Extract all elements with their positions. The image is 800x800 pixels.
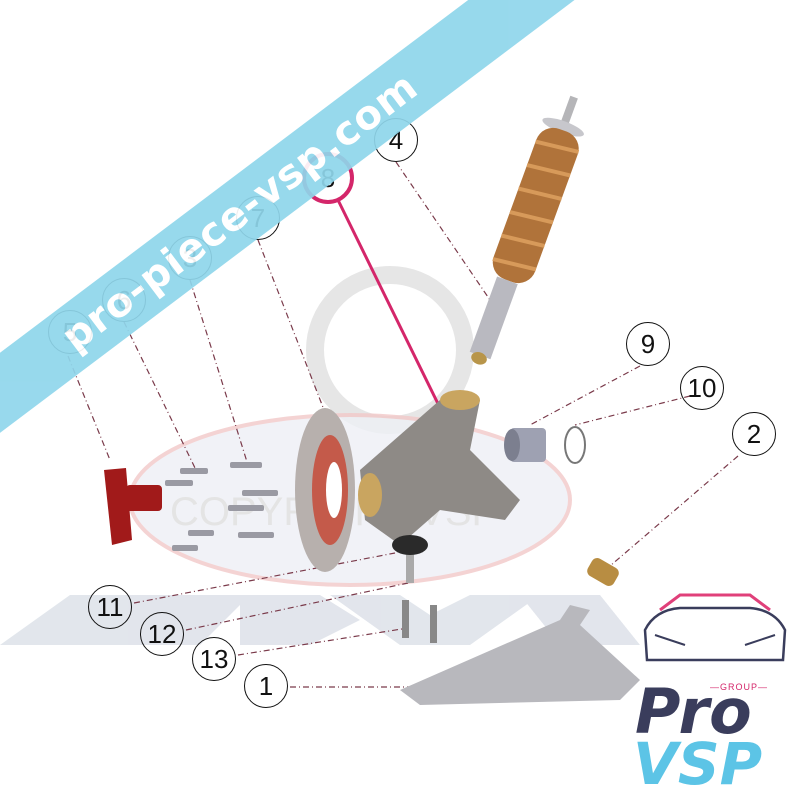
highlight-arrow <box>336 199 454 432</box>
bushing <box>587 558 619 586</box>
callout-2: 2 <box>732 412 776 456</box>
circlip <box>564 426 586 464</box>
callout-9: 9 <box>626 322 670 366</box>
logo-vsp-text: VSP <box>633 730 763 798</box>
callout-11: 11 <box>88 585 132 629</box>
car-outline-icon <box>643 593 787 662</box>
leader-lines <box>67 161 739 688</box>
ball-joint <box>392 535 428 555</box>
screw <box>402 600 409 638</box>
spring-shock <box>469 95 584 365</box>
hub-part <box>104 468 162 545</box>
logo-pro-text: Pro <box>635 675 752 748</box>
logo-group-text: —GROUP— <box>710 682 769 692</box>
upright-part <box>358 390 520 545</box>
wishbone <box>400 605 640 705</box>
callout-1: 1 <box>244 664 288 708</box>
callout-12: 12 <box>140 612 184 656</box>
callout-13: 13 <box>192 637 236 681</box>
pro-vsp-logo: —GROUP— Pro VSP <box>625 590 795 798</box>
callout-10: 10 <box>680 366 724 410</box>
bolts <box>165 462 278 551</box>
bearing <box>510 428 546 462</box>
